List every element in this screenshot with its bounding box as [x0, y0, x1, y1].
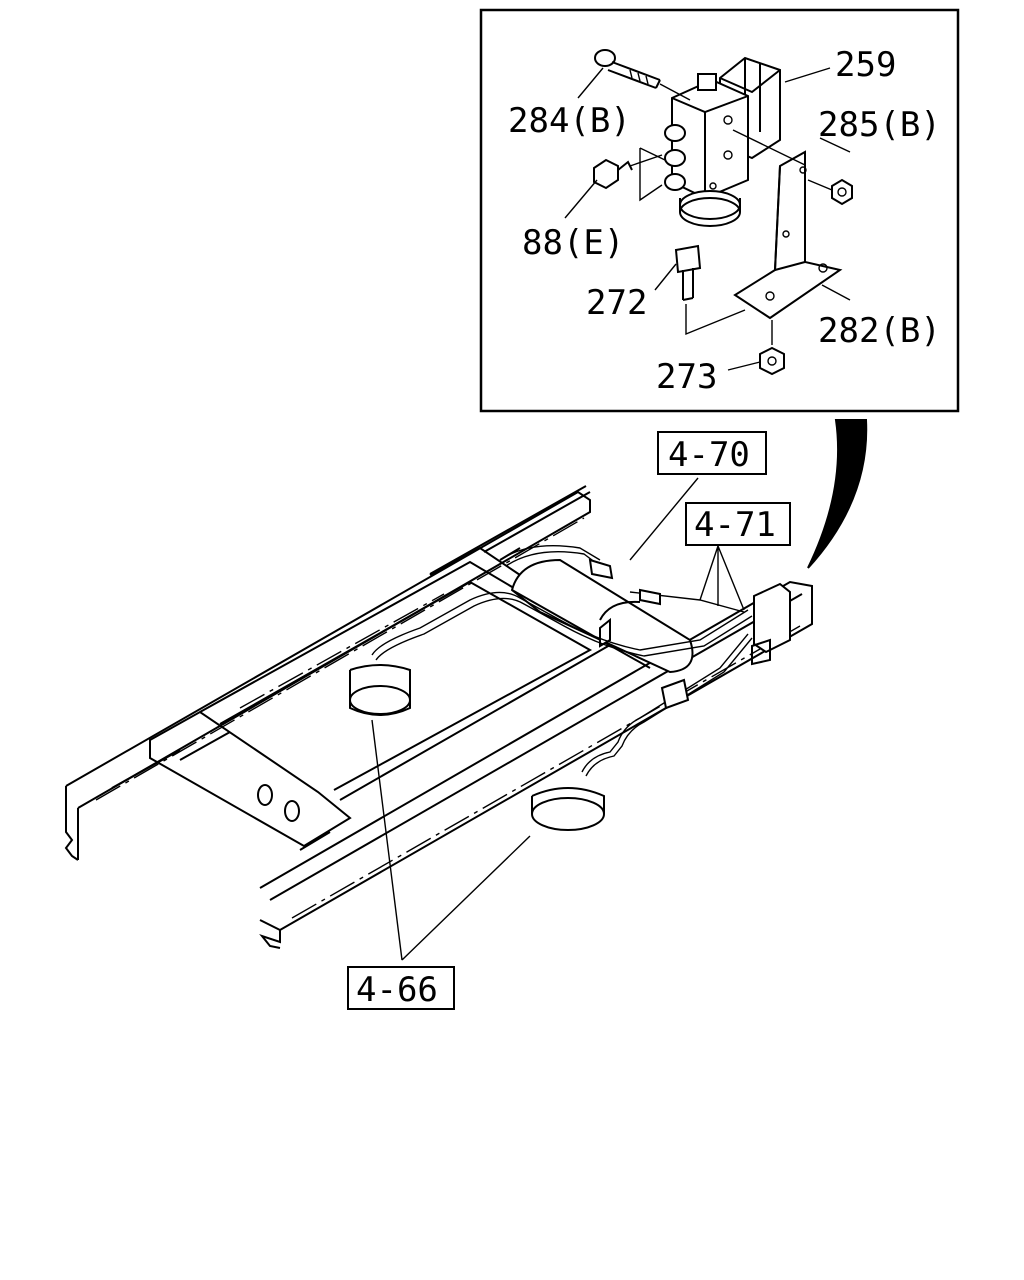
callout-285b: 285(B)	[818, 105, 941, 145]
bolt-284	[594, 49, 691, 101]
callout-282b: 282(B)	[818, 311, 941, 351]
nut-273	[759, 320, 785, 376]
ref-label-4-71: 4-71	[694, 505, 776, 545]
callout-259: 259	[835, 45, 896, 85]
detail-pointer-arrow	[807, 419, 868, 569]
bolt-272	[674, 244, 746, 336]
valve-assembly	[639, 56, 781, 227]
bracket-282	[732, 129, 843, 320]
ref-label-4-70: 4-70	[668, 435, 750, 475]
callout-272: 272	[586, 283, 647, 323]
fitting-88	[593, 154, 663, 190]
ref-label-4-66: 4-66	[356, 970, 438, 1010]
chassis-frame	[64, 485, 813, 949]
ref-box-4-71[interactable]: 4-71	[685, 502, 791, 546]
callout-284b: 284(B)	[508, 101, 631, 141]
callout-88e: 88(E)	[522, 223, 624, 263]
detail-inset: 259 284(B) 285(B) 88(E) 272 282(B) 273	[479, 8, 960, 413]
nut-285	[807, 178, 853, 206]
callout-273: 273	[656, 357, 717, 397]
ref-box-4-66[interactable]: 4-66	[347, 966, 455, 1010]
ref-box-4-70[interactable]: 4-70	[657, 431, 767, 475]
